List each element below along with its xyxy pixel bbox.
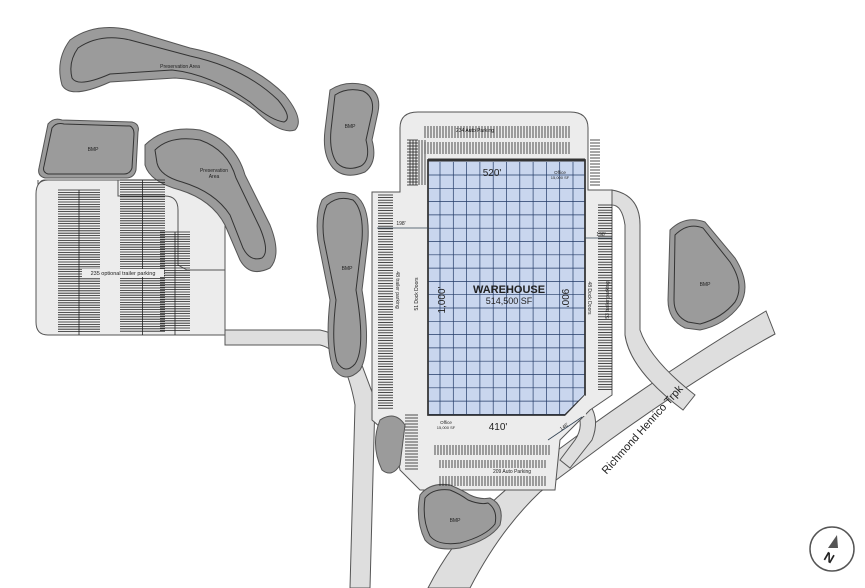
office-south-area: 15,000 SF — [437, 425, 456, 430]
dim-top: 520' — [483, 168, 502, 179]
bmp-label: BMP — [342, 266, 354, 272]
warehouse-title: WAREHOUSE — [473, 284, 545, 296]
north-arrow-icon — [828, 535, 838, 548]
preservation-area-north-outline — [70, 37, 288, 123]
preservation-area-south — [144, 128, 277, 273]
bmp-north — [323, 82, 380, 176]
north-arrow-circle — [809, 526, 855, 572]
bmp-east-outline — [673, 225, 740, 325]
optional-trailer-parking-label: 235 optional trailer parking — [91, 271, 156, 277]
office-north-label: Office — [554, 170, 566, 175]
bmp-west-building — [316, 191, 369, 378]
bmp-label: BMP — [700, 282, 712, 288]
dim-right: 900' — [559, 289, 570, 308]
warehouse-area: 514,500 SF — [486, 296, 533, 306]
office-south-label: Office — [440, 420, 452, 425]
office-north-area: 15,000 SF — [551, 175, 570, 180]
preservation-area-north-label: Preservation Area — [160, 64, 200, 70]
east-trailer-parking-label: 53 trailer parking — [605, 281, 611, 318]
bmp-west-building-outline — [322, 197, 363, 370]
preservation-area-north — [59, 27, 299, 132]
east-access-road — [611, 189, 696, 411]
south-auto-parking-label: 209 Auto Parking — [493, 469, 531, 475]
dim-chamfer: 146' — [559, 422, 570, 432]
bmp-label: BMP — [450, 518, 462, 524]
bmp-west — [38, 118, 139, 179]
dim-left: 1,000' — [437, 286, 448, 313]
bmp-south-outline — [423, 489, 497, 545]
optional-trailer-label-bg — [82, 269, 164, 277]
north-auto-parking-label: 234 Auto Parking — [456, 128, 494, 134]
preservation-area-south-outline — [154, 138, 266, 260]
chamfer-mask — [565, 395, 586, 416]
parking-stalls — [58, 126, 612, 486]
preservation-area-south-label-2: Area — [209, 174, 220, 180]
bmp-north-outline — [330, 89, 374, 169]
west-dock-doors-label: 51 Dock Doors — [414, 277, 420, 311]
dim-truck-court-west: 198' — [396, 221, 405, 227]
north-arrow: N — [809, 526, 855, 572]
preservation-area-south-label-1: Preservation — [200, 168, 228, 174]
bmp-label: BMP — [88, 147, 100, 153]
west-trailer-parking-label: 48 trailer parking — [394, 271, 400, 308]
bmp-label: BMP — [345, 124, 357, 130]
bmp-west-outline — [43, 123, 135, 175]
east-dock-doors-label: 48 Dock Doors — [586, 281, 592, 315]
bmp-southwest — [375, 415, 406, 474]
dimension-line-chamfer — [547, 416, 583, 441]
dim-truck-court-east: 198' — [596, 232, 605, 238]
bmp-east — [667, 219, 746, 331]
dim-bottom: 410' — [489, 422, 508, 433]
